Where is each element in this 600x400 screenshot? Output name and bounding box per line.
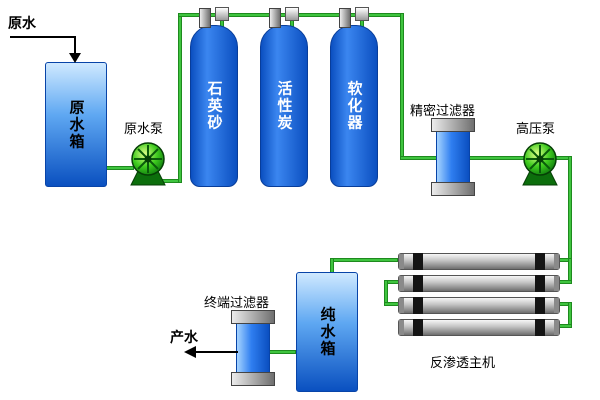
- softener-column: 软化器: [330, 25, 378, 187]
- ro-vessel-1: [398, 253, 560, 270]
- pipe-pump-outlet: [160, 179, 182, 183]
- vessel-endcap: [554, 298, 559, 313]
- pipe-filter-to-pump: [400, 156, 572, 160]
- vessel-band: [535, 253, 545, 270]
- ro-connector-r2: [552, 280, 572, 284]
- precision-filter-label: 精密过滤器: [410, 103, 476, 118]
- precision-filter-top-cap: [431, 118, 475, 132]
- ro-connector-r3: [552, 302, 572, 306]
- vessel-endcap: [399, 276, 404, 291]
- vessel-endcap: [399, 320, 404, 335]
- product-line: [194, 351, 238, 353]
- column1-top-cap: [199, 8, 211, 28]
- precision-filter-body: [436, 130, 470, 184]
- activated-carbon-column: 活性炭: [260, 25, 308, 187]
- column3-top-cap: [339, 8, 351, 28]
- pipe-stub-column3: [360, 15, 364, 29]
- pipe-stub-column1: [220, 15, 224, 29]
- column3-valve-icon: [355, 7, 369, 21]
- ro-connector-r4: [552, 324, 572, 328]
- raw-water-tank: 原水箱: [45, 62, 107, 187]
- pipe-riser-left: [178, 13, 182, 183]
- column1-valve-icon: [215, 7, 229, 21]
- ro-connector-l2: [384, 280, 402, 284]
- ro-connector-right-12: [568, 258, 572, 284]
- pipe-riser-right: [568, 156, 572, 262]
- ro-connector-r1: [552, 258, 572, 262]
- pipe-tank-to-pump: [102, 166, 134, 170]
- vessel-band: [535, 297, 545, 314]
- ro-vessel-3: [398, 297, 560, 314]
- high-pressure-pump-label: 高压泵: [516, 121, 556, 136]
- feed-line-horizontal: [10, 36, 76, 38]
- feed-arrow-down-icon: [69, 53, 81, 63]
- ro-vessel-4: [398, 319, 560, 336]
- terminal-filter-label: 终端过滤器: [204, 295, 270, 310]
- raw-water-pump-label: 原水泵: [124, 121, 164, 136]
- feed-line-vertical: [74, 36, 76, 54]
- pipe-ro-to-tank: [330, 258, 398, 262]
- precision-filter-bottom-cap: [431, 182, 475, 196]
- column2-valve-icon: [285, 7, 299, 21]
- vessel-band: [413, 297, 423, 314]
- vessel-band: [535, 275, 545, 292]
- pipe-downcomer: [400, 13, 404, 160]
- terminal-filter-top-cap: [231, 310, 275, 324]
- vessel-band: [413, 275, 423, 292]
- vessel-endcap: [399, 254, 404, 269]
- activated-carbon-label: 活性炭: [275, 80, 293, 132]
- quartz-sand-column: 石英砂: [190, 25, 238, 187]
- pure-water-tank-label: 纯水箱: [318, 306, 336, 358]
- ro-unit-label: 反渗透主机: [430, 355, 496, 370]
- raw-water-tank-label: 原水箱: [67, 99, 85, 150]
- ro-connector-l3: [384, 302, 402, 306]
- ro-connector-left-23: [384, 280, 388, 306]
- column2-top-cap: [269, 8, 281, 28]
- terminal-filter-body: [236, 322, 270, 374]
- pipe-stub-column2: [290, 15, 294, 29]
- vessel-endcap: [554, 320, 559, 335]
- product-water-label: 产水: [170, 329, 198, 345]
- quartz-sand-label: 石英砂: [205, 80, 223, 132]
- vessel-endcap: [554, 254, 559, 269]
- vessel-band: [535, 319, 545, 336]
- vessel-endcap: [399, 298, 404, 313]
- pipe-tank-inlet: [330, 258, 334, 274]
- feed-water-label: 原水: [8, 15, 36, 31]
- softener-label: 软化器: [345, 80, 363, 132]
- terminal-filter-bottom-cap: [231, 372, 275, 386]
- pure-water-tank: 纯水箱: [296, 272, 358, 392]
- raw-water-pump-icon: [130, 142, 166, 186]
- ro-vessel-2: [398, 275, 560, 292]
- vessel-endcap: [554, 276, 559, 291]
- vessel-band: [413, 253, 423, 270]
- high-pressure-pump-icon: [522, 142, 558, 186]
- product-arrow-left-icon: [184, 346, 196, 358]
- vessel-band: [413, 319, 423, 336]
- ro-connector-right-34: [568, 302, 572, 328]
